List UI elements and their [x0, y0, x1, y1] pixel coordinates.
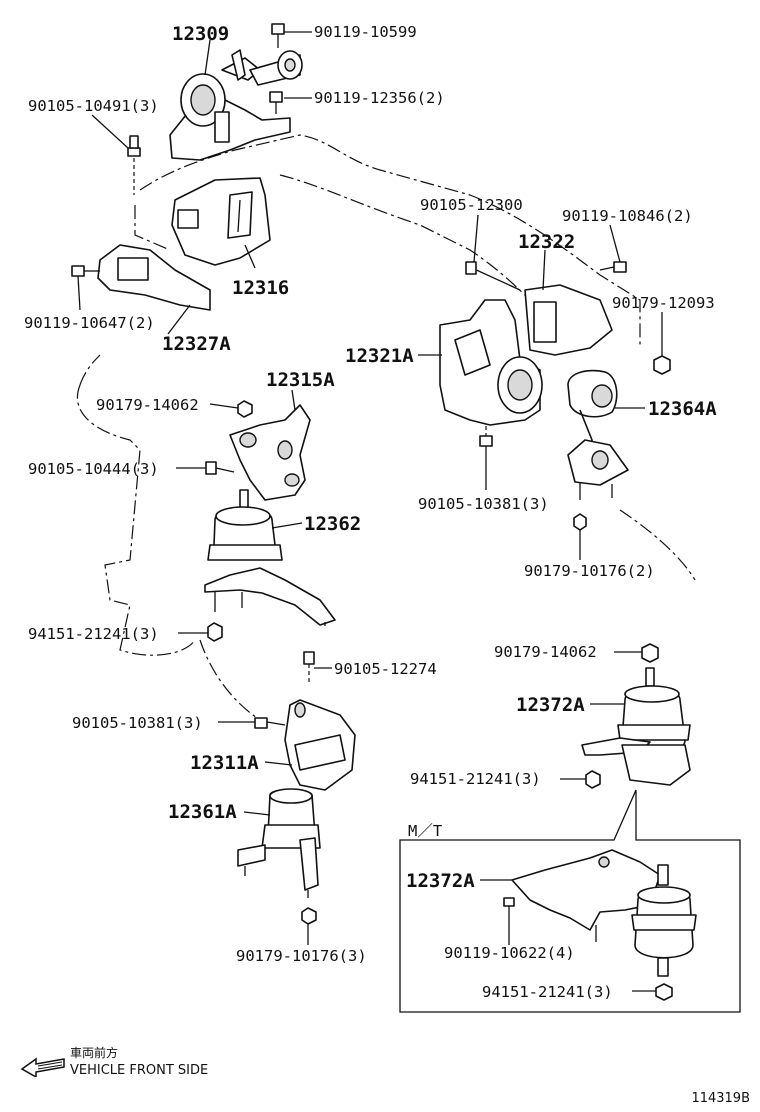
- label-90179-14062-lower: 90179-14062: [494, 643, 597, 661]
- label-90119-10622: 90119-10622(4): [444, 944, 575, 962]
- nut-90179-14062-upper[interactable]: [237, 400, 253, 418]
- label-94151-21241-mt: 94151-21241(3): [482, 983, 613, 1001]
- label-90105-10381-lower: 90105-10381(3): [72, 714, 203, 732]
- nut-90179-10176-lower[interactable]: [301, 907, 317, 925]
- bolt-90105-12274[interactable]: [303, 651, 315, 685]
- bolt-90119-10846[interactable]: [599, 261, 627, 273]
- part-12362-mount[interactable]: [204, 489, 336, 626]
- bolt-90119-12356[interactable]: [269, 91, 283, 114]
- part-12316-bracket[interactable]: [171, 177, 271, 266]
- part-12311A-bracket[interactable]: [284, 699, 356, 791]
- label-12322: 12322: [518, 231, 575, 253]
- label-12362: 12362: [304, 513, 361, 535]
- part-12361A-mount[interactable]: [237, 788, 321, 898]
- diagram-code: 114319B: [691, 1091, 750, 1106]
- bolt-90119-10647[interactable]: [71, 265, 100, 277]
- part-12372A-mount-at[interactable]: [581, 667, 691, 786]
- part-labels: 12309 90119-10599 90119-12356(2) 90105-1…: [24, 23, 717, 1001]
- label-12309: 12309: [172, 23, 229, 45]
- nut-90179-10176-upper[interactable]: [573, 513, 587, 531]
- subframe-phantom-outline: [76, 134, 696, 721]
- nut-90179-14062-lower[interactable]: [641, 643, 659, 663]
- label-12372A-at: 12372A: [516, 694, 585, 716]
- label-12327A: 12327A: [162, 333, 231, 355]
- part-12372A-mount-mt[interactable]: [511, 849, 697, 977]
- nut-90179-12093[interactable]: [653, 355, 671, 375]
- label-12321A: 12321A: [345, 345, 414, 367]
- nut-94151-21241-right[interactable]: [585, 770, 601, 789]
- front-side-label-en: VEHICLE FRONT SIDE: [70, 1063, 209, 1078]
- nut-94151-21241-left[interactable]: [207, 622, 223, 642]
- label-12372A-mt: 12372A: [406, 870, 475, 892]
- label-12361A: 12361A: [168, 801, 237, 823]
- part-12321A-bracket[interactable]: [439, 299, 543, 426]
- label-mt: M／T: [408, 822, 442, 840]
- part-12315A-bracket[interactable]: [229, 404, 311, 501]
- label-90119-10846: 90119-10846(2): [562, 207, 693, 225]
- bolt-90105-10444[interactable]: [205, 461, 235, 475]
- part-12364A-mount[interactable]: [567, 369, 629, 500]
- label-12315A: 12315A: [266, 369, 335, 391]
- bolt-90105-10381-lower[interactable]: [254, 717, 286, 729]
- bolt-90119-10599[interactable]: [271, 23, 285, 48]
- label-94151-21241-right: 94151-21241(3): [410, 770, 541, 788]
- bolt-90105-10491[interactable]: [127, 135, 141, 195]
- label-90105-12300: 90105-12300: [420, 196, 523, 214]
- label-12311A: 12311A: [190, 752, 259, 774]
- bolt-90105-10381-upper[interactable]: [479, 426, 493, 447]
- part-12327A-bracket[interactable]: [97, 244, 211, 311]
- bolt-90105-12300[interactable]: [465, 261, 521, 291]
- nut-94151-21241-mt[interactable]: [655, 983, 673, 1001]
- label-90119-12356: 90119-12356(2): [314, 89, 445, 107]
- label-90179-12093: 90179-12093: [612, 294, 715, 312]
- bolt-90119-10622[interactable]: [503, 897, 515, 928]
- label-90105-12274: 90105-12274: [334, 660, 437, 678]
- part-12309-mount[interactable]: [169, 49, 303, 161]
- label-90179-10176-upper: 90179-10176(2): [524, 562, 655, 580]
- label-90179-10176-lower: 90179-10176(3): [236, 947, 367, 965]
- label-90119-10647: 90119-10647(2): [24, 314, 155, 332]
- label-90119-10599: 90119-10599: [314, 23, 417, 41]
- label-12364A: 12364A: [648, 398, 717, 420]
- label-90105-10491: 90105-10491(3): [28, 97, 159, 115]
- label-94151-21241-left: 94151-21241(3): [28, 625, 159, 643]
- label-90105-10444: 90105-10444(3): [28, 460, 159, 478]
- label-90105-10381-upper: 90105-10381(3): [418, 495, 549, 513]
- leader-lines: [77, 31, 663, 992]
- label-90179-14062-upper: 90179-14062: [96, 396, 199, 414]
- part-12322-plate[interactable]: [524, 284, 613, 356]
- front-arrow-icon: [20, 1057, 65, 1077]
- front-side-label-jp: 車両前方: [70, 1046, 119, 1060]
- mt-detail-box: [399, 789, 741, 1013]
- label-12316: 12316: [232, 277, 289, 299]
